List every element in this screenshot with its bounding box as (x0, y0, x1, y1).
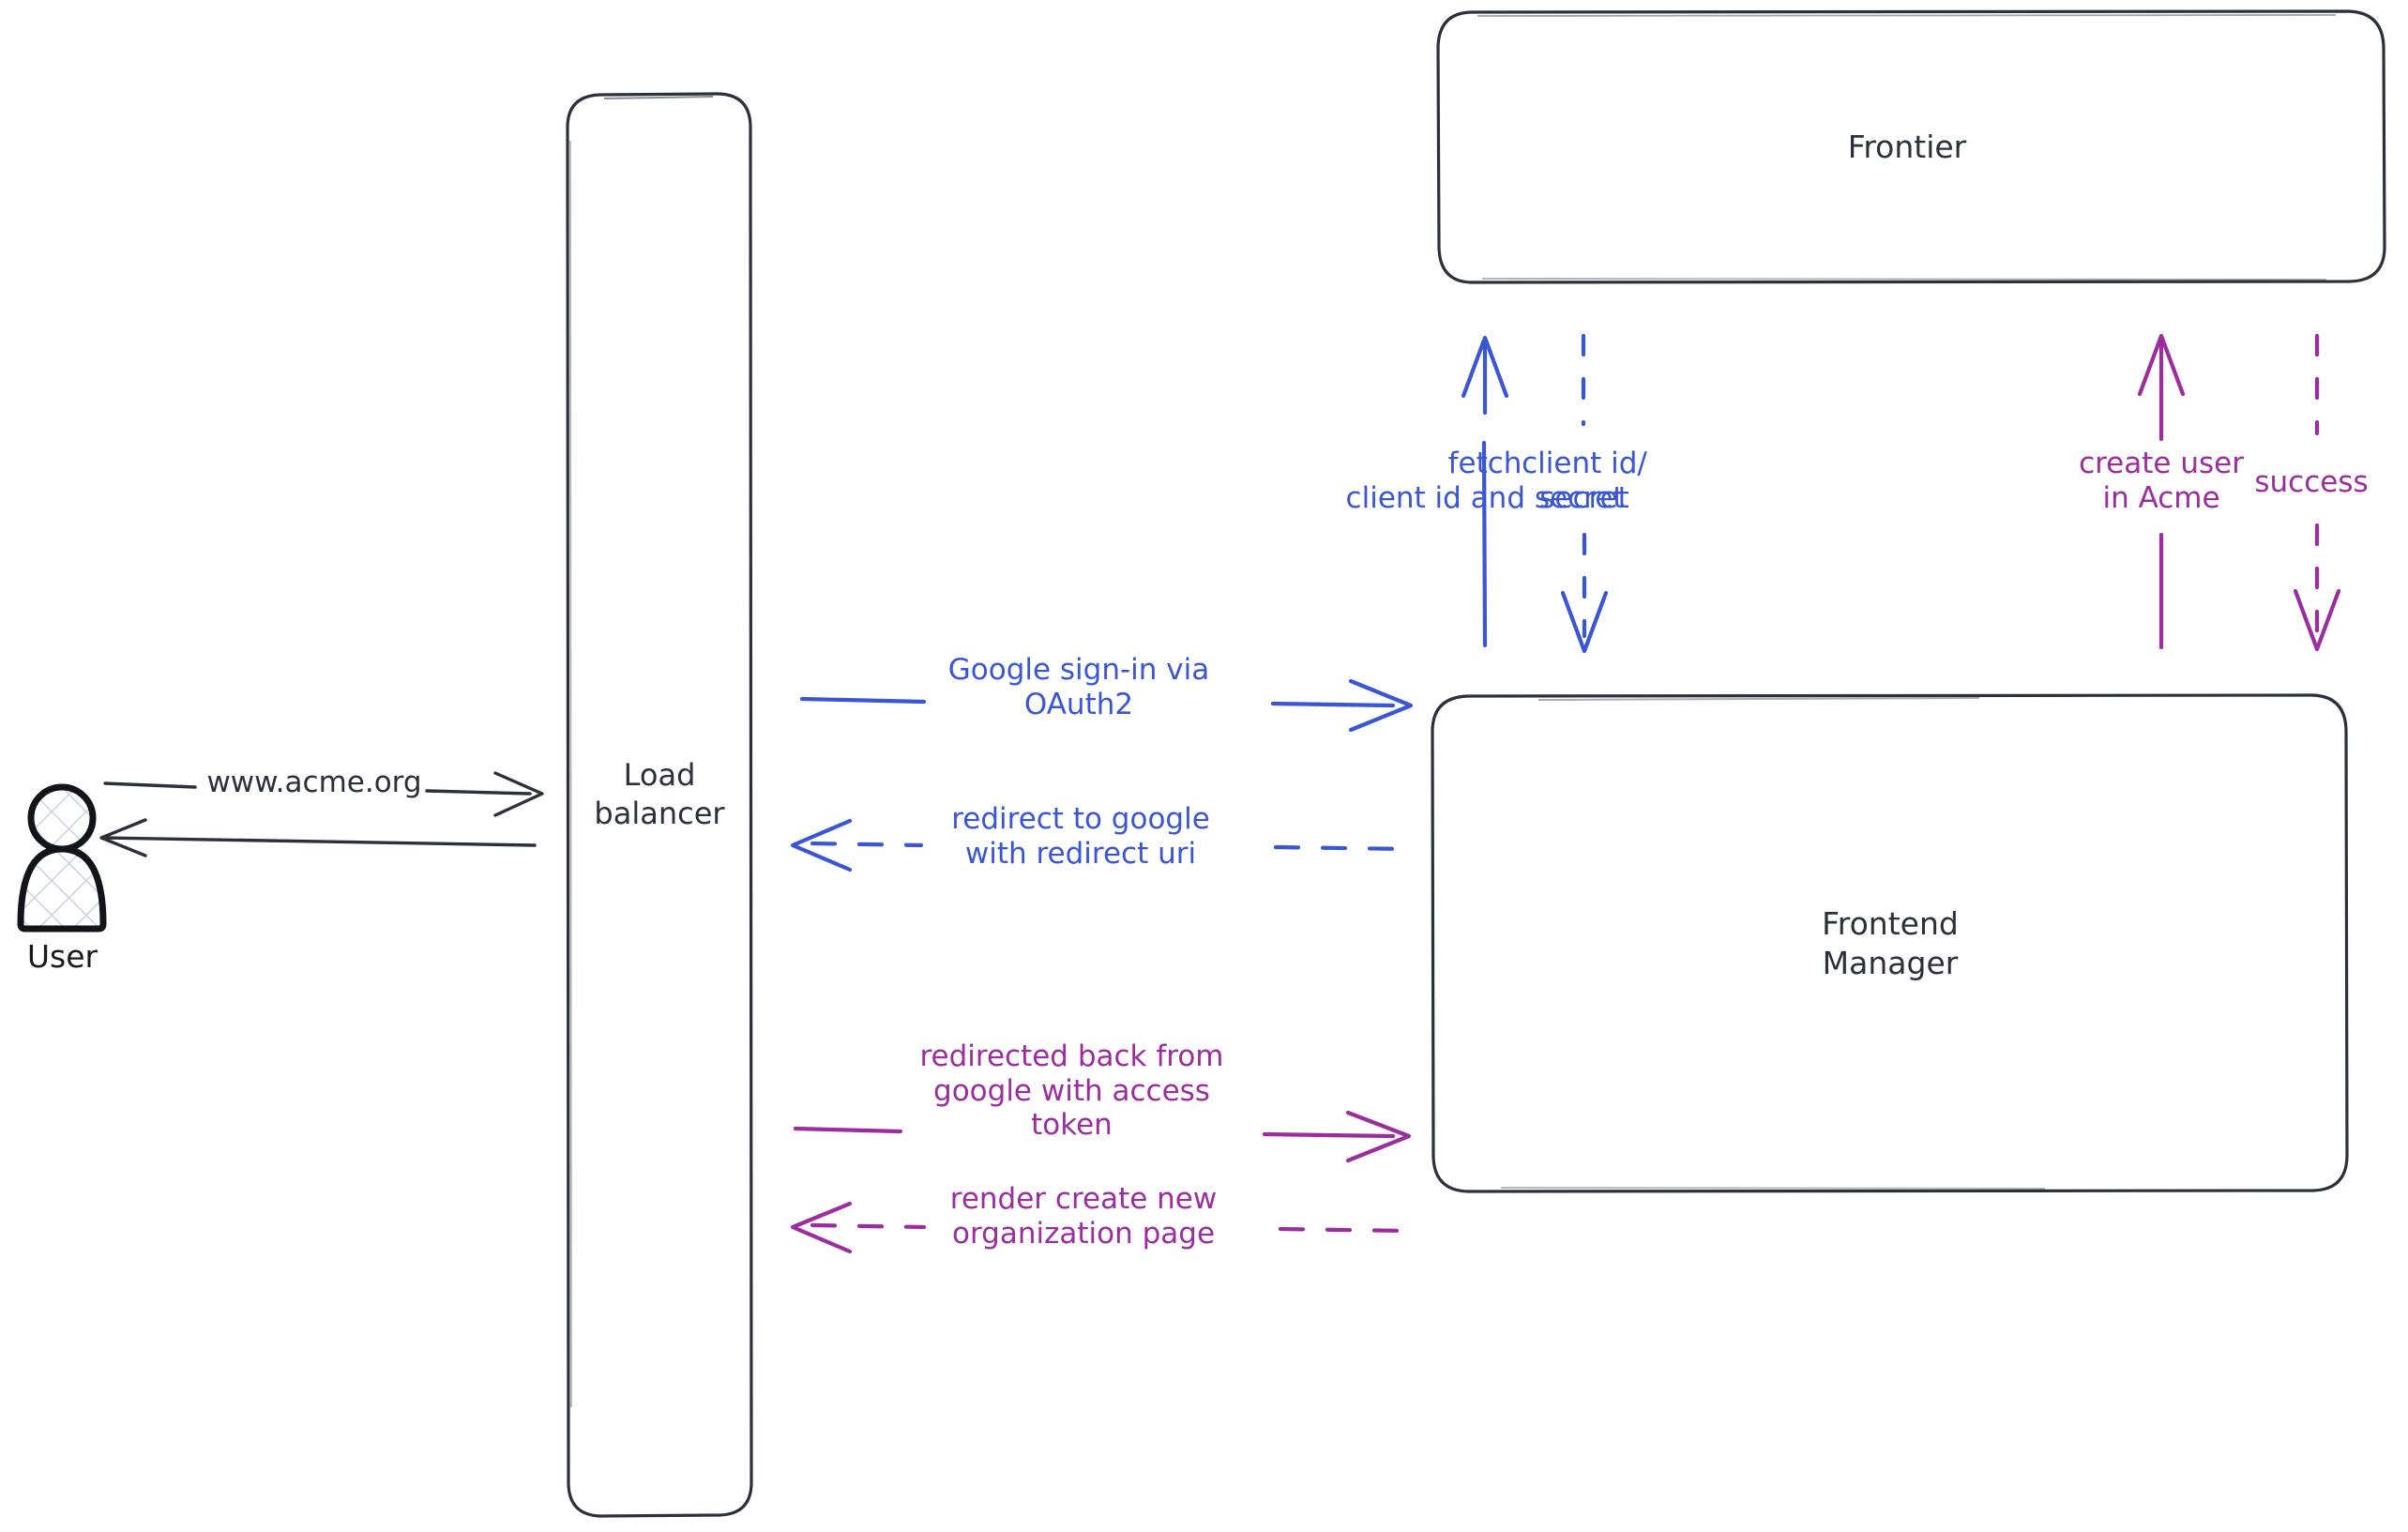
edge-user-to-load-balancer (103, 771, 544, 817)
edge-redirected-back-token (793, 1110, 1412, 1163)
edge-load-balancer-to-user (99, 818, 537, 857)
node-load-balancer-shape[interactable] (566, 92, 753, 1518)
edge-success (2293, 333, 2341, 652)
actor-user-label: User (26, 938, 98, 975)
edge-fetch-client-credentials (1461, 335, 1509, 648)
person-icon (17, 783, 107, 933)
edge-render-create-org (790, 1201, 1410, 1254)
edge-client-id-secret (1560, 333, 1609, 654)
edge-create-user-in-acme (2137, 333, 2186, 650)
node-frontier-shape[interactable] (1436, 9, 2386, 284)
node-frontend-manager-shape[interactable] (1431, 693, 2349, 1193)
edge-google-signin (799, 678, 1414, 733)
edge-redirect-to-google (790, 818, 1410, 872)
